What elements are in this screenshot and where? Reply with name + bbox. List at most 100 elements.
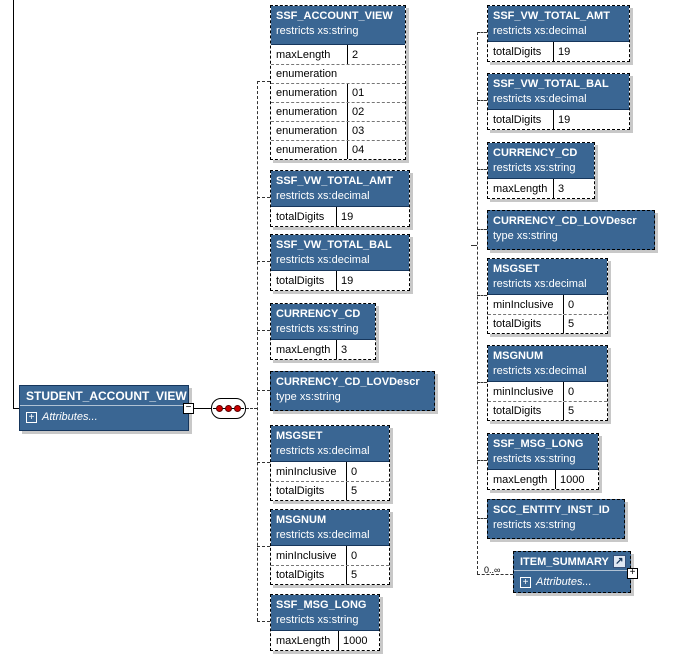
root-element-name: STUDENT_ACCOUNT_VIEW — [20, 386, 188, 406]
node-ITEM_SUMMARY[interactable]: ITEM_SUMMARY↗+Attributes...+ — [513, 551, 638, 593]
facet-name: maxLength — [493, 473, 548, 486]
root-element-node[interactable]: STUDENT_ACCOUNT_VIEW + Attributes... − — [19, 385, 194, 431]
facet-name: totalDigits — [493, 45, 542, 58]
facet-value: 01 — [347, 84, 405, 102]
sequence-icon[interactable] — [211, 398, 246, 419]
facet-table: totalDigits 19 — [488, 109, 629, 129]
connector-stub — [477, 518, 487, 519]
node-subtitle: restricts xs:decimal — [276, 445, 370, 457]
expand-attributes-icon[interactable]: + — [26, 411, 37, 423]
node-name: SSF_VW_TOTAL_AMT — [493, 10, 610, 22]
facet-name: minInclusive — [276, 465, 337, 478]
connector-stub — [257, 330, 270, 331]
facet-value: 5 — [346, 566, 389, 584]
trunk-junction-tick — [471, 245, 477, 246]
facet-value: 03 — [347, 122, 405, 140]
facet-name: enumeration — [276, 106, 338, 118]
expand-attributes-icon[interactable]: + — [520, 576, 531, 588]
connector-stub — [257, 621, 270, 622]
connector-trunk — [257, 81, 258, 621]
facet-name: totalDigits — [276, 274, 325, 287]
node-title: ITEM_SUMMARY↗ — [514, 552, 630, 571]
facet-value: 19 — [553, 110, 629, 129]
facet-name: totalDigits — [276, 210, 325, 223]
root-attributes-row[interactable]: + Attributes... — [20, 406, 188, 427]
sequence-to-trunk-line — [246, 408, 257, 409]
connector-stub — [257, 390, 270, 391]
facet-name: minInclusive — [493, 298, 554, 311]
facet-value: 3 — [336, 340, 375, 359]
node-subtitle: restricts xs:decimal — [276, 529, 370, 541]
facet-table: maxLength 3 — [271, 339, 375, 359]
attributes-row[interactable]: +Attributes... — [514, 571, 630, 592]
connector-stub — [257, 81, 270, 82]
node-name: MSGNUM — [493, 350, 544, 362]
node-name: MSGSET — [276, 430, 323, 442]
facet-name: totalDigits — [493, 405, 542, 417]
facet-value: 1000 — [338, 631, 379, 650]
facet-name: enumeration — [276, 68, 338, 80]
node-name: SSF_MSG_LONG — [493, 438, 584, 450]
facet-name: enumeration — [276, 125, 338, 137]
facet-name: maxLength — [276, 343, 331, 356]
connector-stub — [477, 100, 487, 101]
node-name: MSGNUM — [276, 514, 327, 526]
node-name: CURRENCY_CD_LOVDescr — [493, 215, 637, 227]
facet-row: maxLength 3 — [271, 340, 375, 359]
link-icon[interactable]: ↗ — [612, 555, 626, 568]
node-name: MSGSET — [493, 263, 540, 275]
facet-value: 3 — [553, 179, 594, 198]
node-subtitle: type xs:string — [493, 230, 558, 242]
facet-value: 5 — [346, 482, 389, 500]
facet-value: 2 — [347, 45, 405, 64]
facet-name: totalDigits — [493, 113, 542, 126]
occurrence-label: 0..∞ — [484, 565, 501, 575]
collapse-children-icon[interactable]: − — [183, 403, 194, 414]
expand-children-icon[interactable]: + — [627, 568, 638, 579]
connector-stub — [257, 261, 270, 262]
node-name: SSF_MSG_LONG — [276, 599, 367, 611]
connector-stub — [257, 197, 270, 198]
facet-name: maxLength — [276, 634, 331, 647]
